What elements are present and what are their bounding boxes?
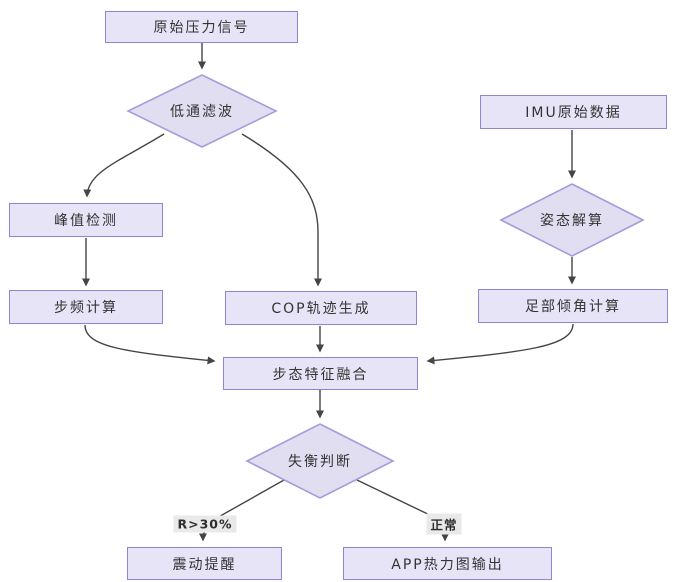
edge-label-normal: 正常 bbox=[426, 513, 462, 535]
node-app-heatmap-output: APP热力图输出 bbox=[343, 547, 552, 580]
node-foot-angle-calc: 足部倾角计算 bbox=[478, 289, 668, 323]
lowpass-diamond-shape bbox=[126, 74, 278, 148]
imbalance-diamond-shape bbox=[245, 423, 395, 499]
edge-lowpass-to-peak bbox=[83, 133, 165, 198]
edge-cadence-to-fusion bbox=[84, 324, 216, 365]
node-cop-trajectory: COP轨迹生成 bbox=[225, 291, 417, 325]
node-cadence-calc: 步频计算 bbox=[9, 290, 163, 324]
node-vibration-alert: 震动提醒 bbox=[127, 547, 282, 580]
node-imu-raw-data: IMU原始数据 bbox=[480, 95, 667, 129]
edge-lowpass-to-cop bbox=[241, 133, 322, 287]
node-raw-pressure: 原始压力信号 bbox=[105, 11, 298, 43]
node-peak-detection: 峰值检测 bbox=[9, 203, 163, 237]
edge-foot-to-fusion bbox=[426, 323, 574, 365]
attitude-diamond-shape bbox=[499, 183, 645, 257]
node-gait-feature-fusion: 步态特征融合 bbox=[223, 357, 418, 390]
edge-label-r-gt-30: R>30% bbox=[173, 515, 237, 533]
